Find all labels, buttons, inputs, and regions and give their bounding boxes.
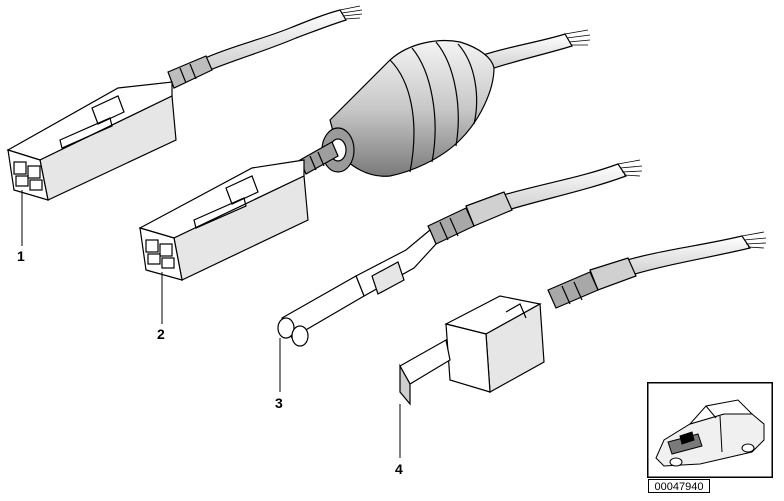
callout-3[interactable]: 3 bbox=[275, 395, 283, 411]
callout-2[interactable]: 2 bbox=[157, 326, 165, 342]
part-4-spring-tab bbox=[399, 339, 451, 385]
part-4-socket-terminal[interactable] bbox=[399, 231, 767, 458]
vehicle-thumbnail-icon bbox=[647, 382, 773, 478]
part-4-cable bbox=[619, 235, 751, 277]
diagram-reference-id: 00047940 bbox=[648, 479, 710, 493]
part-1-latch-window bbox=[91, 95, 125, 125]
part-3-cable bbox=[499, 163, 627, 211]
part-1-wire-strands-icon bbox=[339, 5, 363, 20]
part-4-wire-crimp bbox=[547, 271, 599, 309]
part-3-pin-terminal[interactable] bbox=[277, 159, 643, 392]
callout-1[interactable]: 1 bbox=[17, 248, 25, 264]
vehicle-thumbnail-frame bbox=[647, 382, 773, 478]
part-1-connector-housing[interactable] bbox=[6, 5, 363, 246]
part-3-wire-strands-icon bbox=[617, 159, 643, 177]
part-2-wire-strands-icon bbox=[564, 29, 591, 46]
part-1-cable bbox=[204, 9, 347, 71]
part-2-cable bbox=[479, 33, 573, 71]
part-2-sealed-connector[interactable] bbox=[138, 29, 591, 324]
callout-4[interactable]: 4 bbox=[395, 461, 403, 477]
part-1-crimp bbox=[167, 55, 213, 89]
part-3-insulation-crimp bbox=[465, 191, 513, 227]
part-4-insulation-crimp bbox=[589, 257, 637, 291]
part-4-box-front bbox=[445, 323, 491, 393]
part-2-latch-window bbox=[225, 175, 259, 205]
part-4-wire-strands-icon bbox=[741, 231, 767, 249]
part-3-wire-crimp bbox=[427, 207, 475, 245]
